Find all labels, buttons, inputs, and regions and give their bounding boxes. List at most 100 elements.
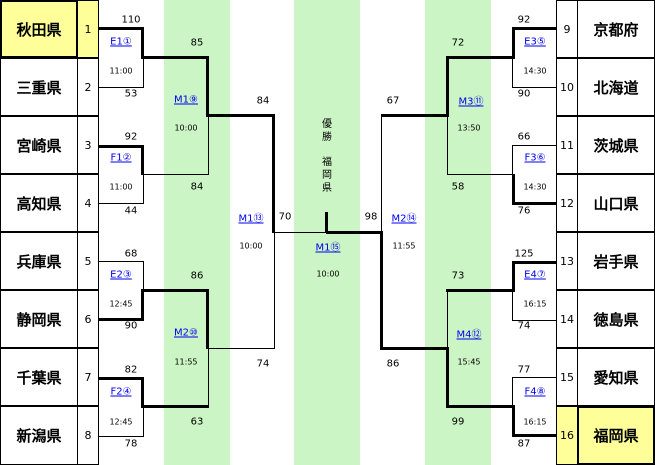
match-time: 10:00 <box>239 241 263 251</box>
score: 77 <box>517 364 531 376</box>
bracket-line <box>381 114 449 117</box>
bracket-line <box>143 407 144 437</box>
seed-left-4: 4 <box>77 174 99 232</box>
score: 99 <box>451 416 465 428</box>
champion-title: 優勝 <box>322 119 332 143</box>
bracket-line <box>512 261 556 264</box>
match-time: 16:15 <box>523 417 547 427</box>
bracket-line <box>99 27 143 30</box>
team-left-3: 宮崎県 <box>0 116 78 174</box>
match-time: 11:00 <box>109 66 133 76</box>
team-left-7: 千葉県 <box>0 348 78 406</box>
bracket-line <box>272 114 275 233</box>
team-right-13: 岩手県 <box>577 232 655 290</box>
match-link-E3[interactable]: E3⑤ <box>524 36 546 48</box>
bracket-line <box>512 27 515 57</box>
match-link-F3[interactable]: F3⑥ <box>524 152 546 164</box>
seed-right-15: 15 <box>556 348 578 406</box>
bracket-line <box>141 27 144 57</box>
bracket-line <box>143 57 144 88</box>
score: 74 <box>256 358 270 370</box>
bracket-line <box>512 174 515 205</box>
bracket-line <box>274 232 275 349</box>
match-time: 15:45 <box>457 357 481 367</box>
score: 74 <box>517 320 531 332</box>
score: 86 <box>386 358 400 370</box>
team-right-11: 茨城県 <box>577 116 655 174</box>
round2-right-stripe <box>425 0 491 465</box>
bracket-line <box>447 56 515 59</box>
match-time: 11:00 <box>109 182 133 192</box>
bracket-line <box>141 289 209 292</box>
match-link-E1[interactable]: E1① <box>110 36 132 48</box>
match-link-F4[interactable]: F4⑧ <box>524 386 546 398</box>
seed-right-11: 11 <box>556 116 578 174</box>
match-time: 14:30 <box>523 182 547 192</box>
bracket-line <box>512 145 513 175</box>
score: 90 <box>517 88 531 100</box>
bracket-line <box>447 174 515 175</box>
score: 125 <box>514 248 534 260</box>
match-link-M1-13[interactable]: M1⑬ <box>238 213 264 225</box>
team-right-12: 山口県 <box>577 174 655 232</box>
seed-left-3: 3 <box>77 116 99 174</box>
match-link-E2[interactable]: E2③ <box>110 269 132 281</box>
match-link-F2[interactable]: F2④ <box>110 386 132 398</box>
score: 76 <box>517 205 531 217</box>
bracket-line <box>141 290 144 321</box>
match-link-F1[interactable]: F1② <box>110 152 132 164</box>
champion-stem <box>325 212 328 233</box>
bracket-line <box>512 27 556 30</box>
bracket-line <box>381 347 449 350</box>
score: 70 <box>278 211 292 223</box>
score: 110 <box>121 14 141 26</box>
score: 85 <box>190 37 204 49</box>
seed-right-9: 9 <box>556 0 578 58</box>
seed-left-2: 2 <box>77 58 99 116</box>
score: 78 <box>124 438 138 450</box>
team-right-9: 京都府 <box>577 0 655 58</box>
match-link-M4-12[interactable]: M4⑫ <box>456 329 482 341</box>
bracket-line <box>208 349 209 407</box>
team-left-4: 高知県 <box>0 174 78 232</box>
score: 68 <box>124 248 138 260</box>
match-link-M3-11[interactable]: M3⑪ <box>458 96 484 108</box>
bracket-line <box>381 116 382 232</box>
bracket-line <box>99 203 143 204</box>
match-time: 11:55 <box>174 357 198 367</box>
match-link-final[interactable]: M1⑮ <box>315 242 341 254</box>
bracket-line <box>446 347 449 408</box>
match-time: 12:45 <box>109 417 133 427</box>
score: 90 <box>124 320 138 332</box>
bracket-line <box>99 87 143 88</box>
bracket-line <box>99 318 143 321</box>
seed-right-10: 10 <box>556 58 578 116</box>
score: 73 <box>451 270 465 282</box>
score: 98 <box>364 211 378 223</box>
match-link-M2-14[interactable]: M2⑭ <box>391 213 417 225</box>
score: 63 <box>190 416 204 428</box>
seed-left-5: 5 <box>77 232 99 290</box>
seed-right-13: 13 <box>556 232 578 290</box>
bracket-line <box>99 436 143 437</box>
match-link-M1-9[interactable]: M1⑨ <box>174 94 198 106</box>
bracket-line <box>143 174 208 175</box>
score: 82 <box>124 364 138 376</box>
bracket-line <box>512 57 513 88</box>
seed-left-8: 8 <box>77 406 99 465</box>
match-time: 14:30 <box>523 66 547 76</box>
bracket-line <box>512 406 515 437</box>
bracket-line <box>512 87 556 88</box>
match-link-M2-10[interactable]: M2⑩ <box>174 327 198 339</box>
bracket-line <box>512 320 556 321</box>
bracket-line <box>446 56 449 116</box>
bracket-line <box>446 289 515 292</box>
score: 84 <box>190 181 204 193</box>
bracket-line <box>446 405 515 408</box>
match-link-E4[interactable]: E4⑦ <box>524 269 546 281</box>
seed-right-12: 12 <box>556 174 578 232</box>
score: 72 <box>451 37 465 49</box>
bracket-line <box>447 116 448 175</box>
bracket-line <box>512 291 513 321</box>
team-left-6: 静岡県 <box>0 290 78 348</box>
